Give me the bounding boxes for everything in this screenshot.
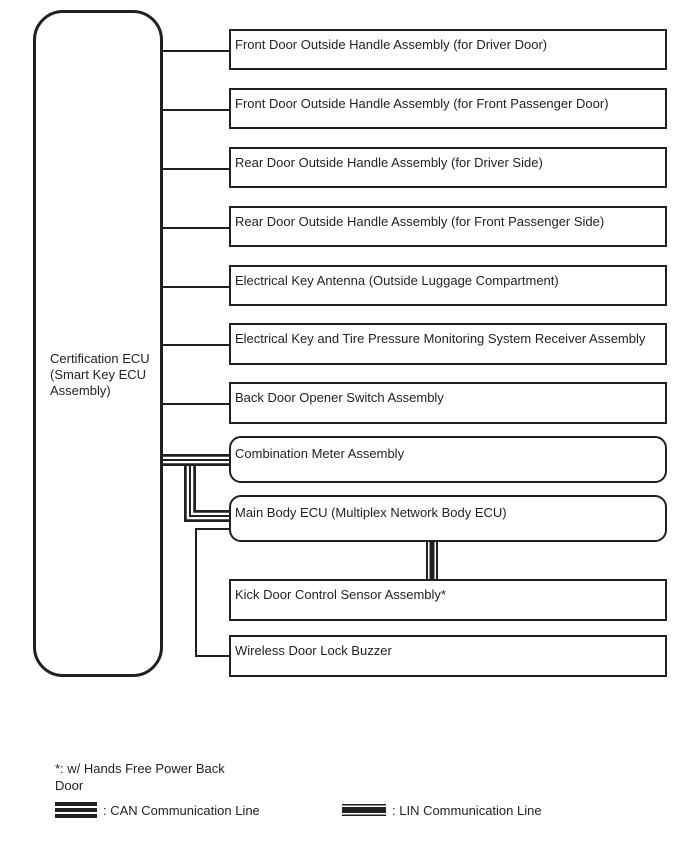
node-electrical-key-antenna: Electrical Key Antenna (Outside Luggage … — [229, 265, 667, 306]
node-kick-door-control-sensor: Kick Door Control Sensor Assembly* — [229, 579, 667, 621]
legend-lin-row: : LIN Communication Line — [342, 802, 542, 818]
plain-connector-lines — [162, 50, 230, 657]
node-back-door-opener-switch: Back Door Opener Switch Assembly — [229, 382, 667, 424]
node-rear-door-handle-driver: Rear Door Outside Handle Assembly (for D… — [229, 147, 667, 188]
can-branch-center — [189, 460, 230, 517]
node-tpms-receiver: Electrical Key and Tire Pressure Monitor… — [229, 323, 667, 365]
node-front-door-handle-driver: Front Door Outside Handle Assembly (for … — [229, 29, 667, 70]
footnote-hands-free: *: w/ Hands Free Power Back Door — [55, 761, 225, 793]
node-front-door-handle-passenger: Front Door Outside Handle Assembly (for … — [229, 88, 667, 129]
legend-can-row: : CAN Communication Line — [55, 801, 260, 819]
legend-lin-label: : LIN Communication Line — [392, 802, 542, 818]
node-wireless-door-lock-buzzer: Wireless Door Lock Buzzer — [229, 635, 667, 677]
certification-ecu-label: Certification ECU (Smart Key ECU Assembl… — [50, 351, 150, 398]
node-main-body-ecu: Main Body ECU (Multiplex Network Body EC… — [229, 495, 667, 542]
can-line-icon — [55, 802, 97, 818]
can-bus-lines — [162, 454, 230, 522]
lin-line-icon — [342, 804, 386, 816]
can-branch-outer — [184, 460, 230, 522]
node-combination-meter: Combination Meter Assembly — [229, 436, 667, 483]
node-certification-ecu: Certification ECU (Smart Key ECU Assembl… — [33, 10, 163, 677]
node-rear-door-handle-passenger: Rear Door Outside Handle Assembly (for F… — [229, 206, 667, 247]
legend-can-label: : CAN Communication Line — [103, 802, 260, 818]
connector-wireless-buzzer — [195, 528, 230, 657]
